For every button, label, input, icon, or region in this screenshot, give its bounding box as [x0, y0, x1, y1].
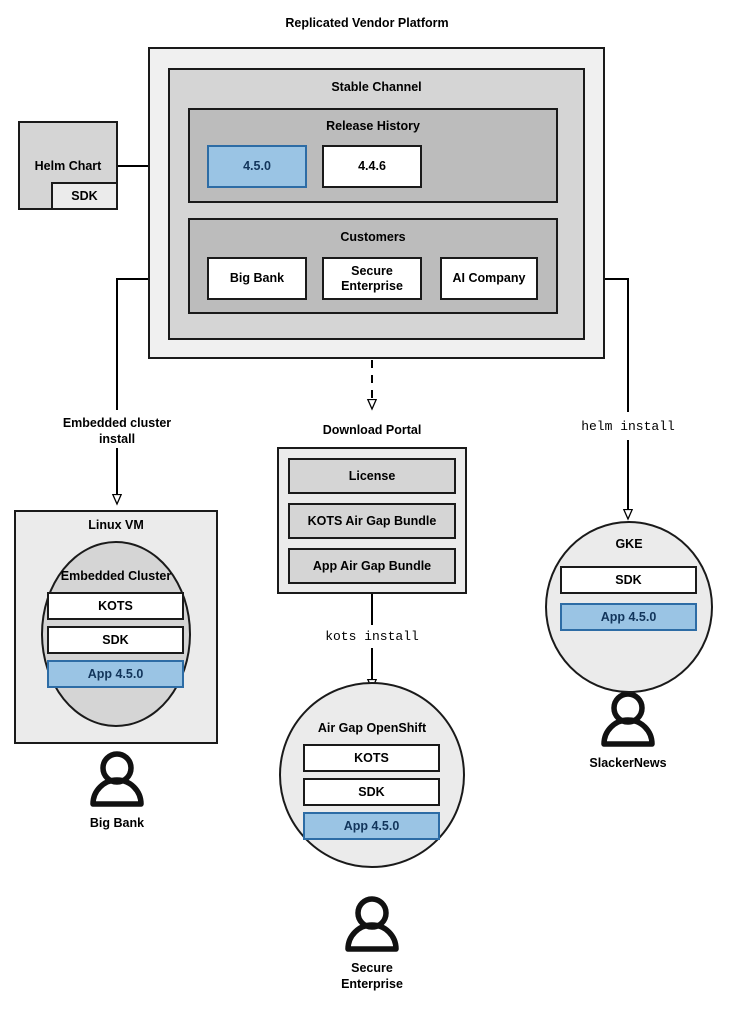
- gke-component-app[interactable]: App 4.5.0: [560, 603, 697, 631]
- person-caption-secure-enterprise: Secure Enterprise: [341, 961, 403, 992]
- linux-vm-component-app[interactable]: App 4.5.0: [47, 660, 184, 688]
- release-history-label: Release History: [326, 119, 420, 133]
- embedded-cluster-label: Embedded Cluster: [60, 569, 172, 583]
- release-item-4-4-6[interactable]: 4.4.6: [322, 145, 422, 188]
- person-icon-big-bank: [90, 751, 144, 807]
- download-portal-artifact-app-air-gap-bundle[interactable]: App Air Gap Bundle: [288, 548, 456, 584]
- linux-vm-label: Linux VM: [88, 518, 144, 532]
- stable-channel-label: Stable Channel: [331, 80, 422, 94]
- person-icon-secure-enterprise: [345, 896, 399, 952]
- person-icon-slackernews: [601, 691, 655, 747]
- air-gap-component-kots[interactable]: KOTS: [303, 744, 440, 772]
- edge-label-embedded-cluster-install: Embedded cluster install: [62, 416, 172, 447]
- gke-label: GKE: [615, 537, 643, 551]
- page-title: Replicated Vendor Platform: [285, 16, 449, 30]
- linux-vm-component-sdk[interactable]: SDK: [47, 626, 184, 654]
- customer-label-slackernews: SlackerNews: [548, 752, 708, 771]
- customer-secure-enterprise[interactable]: Secure Enterprise: [322, 257, 422, 300]
- customer-label-big-bank: Big Bank: [37, 812, 197, 831]
- linux-vm-component-kots[interactable]: KOTS: [47, 592, 184, 620]
- download-portal-artifact-kots-air-gap-bundle[interactable]: KOTS Air Gap Bundle: [288, 503, 456, 539]
- person-caption-big-bank: Big Bank: [89, 816, 145, 830]
- customer-big-bank[interactable]: Big Bank: [207, 257, 307, 300]
- download-portal-artifact-license[interactable]: License: [288, 458, 456, 494]
- edge-label-kots-install: kots install: [325, 629, 419, 644]
- air-gap-component-sdk[interactable]: SDK: [303, 778, 440, 806]
- air-gap-openshift-ellipse: [279, 682, 465, 868]
- edge-label-helm-install: helm install: [581, 419, 675, 434]
- air-gap-openshift-label: Air Gap OpenShift: [317, 721, 427, 735]
- customer-label-secure-enterprise: Secure Enterprise: [292, 957, 452, 993]
- release-item-4-5-0[interactable]: 4.5.0: [207, 145, 307, 188]
- customers-label: Customers: [340, 230, 406, 244]
- customer-ai-company[interactable]: AI Company: [440, 257, 538, 300]
- air-gap-component-app[interactable]: App 4.5.0: [303, 812, 440, 840]
- gke-component-sdk[interactable]: SDK: [560, 566, 697, 594]
- person-caption-slackernews: SlackerNews: [589, 756, 667, 770]
- helm-chart-sdk-box[interactable]: SDK: [51, 182, 118, 210]
- download-portal-label: Download Portal: [322, 423, 422, 437]
